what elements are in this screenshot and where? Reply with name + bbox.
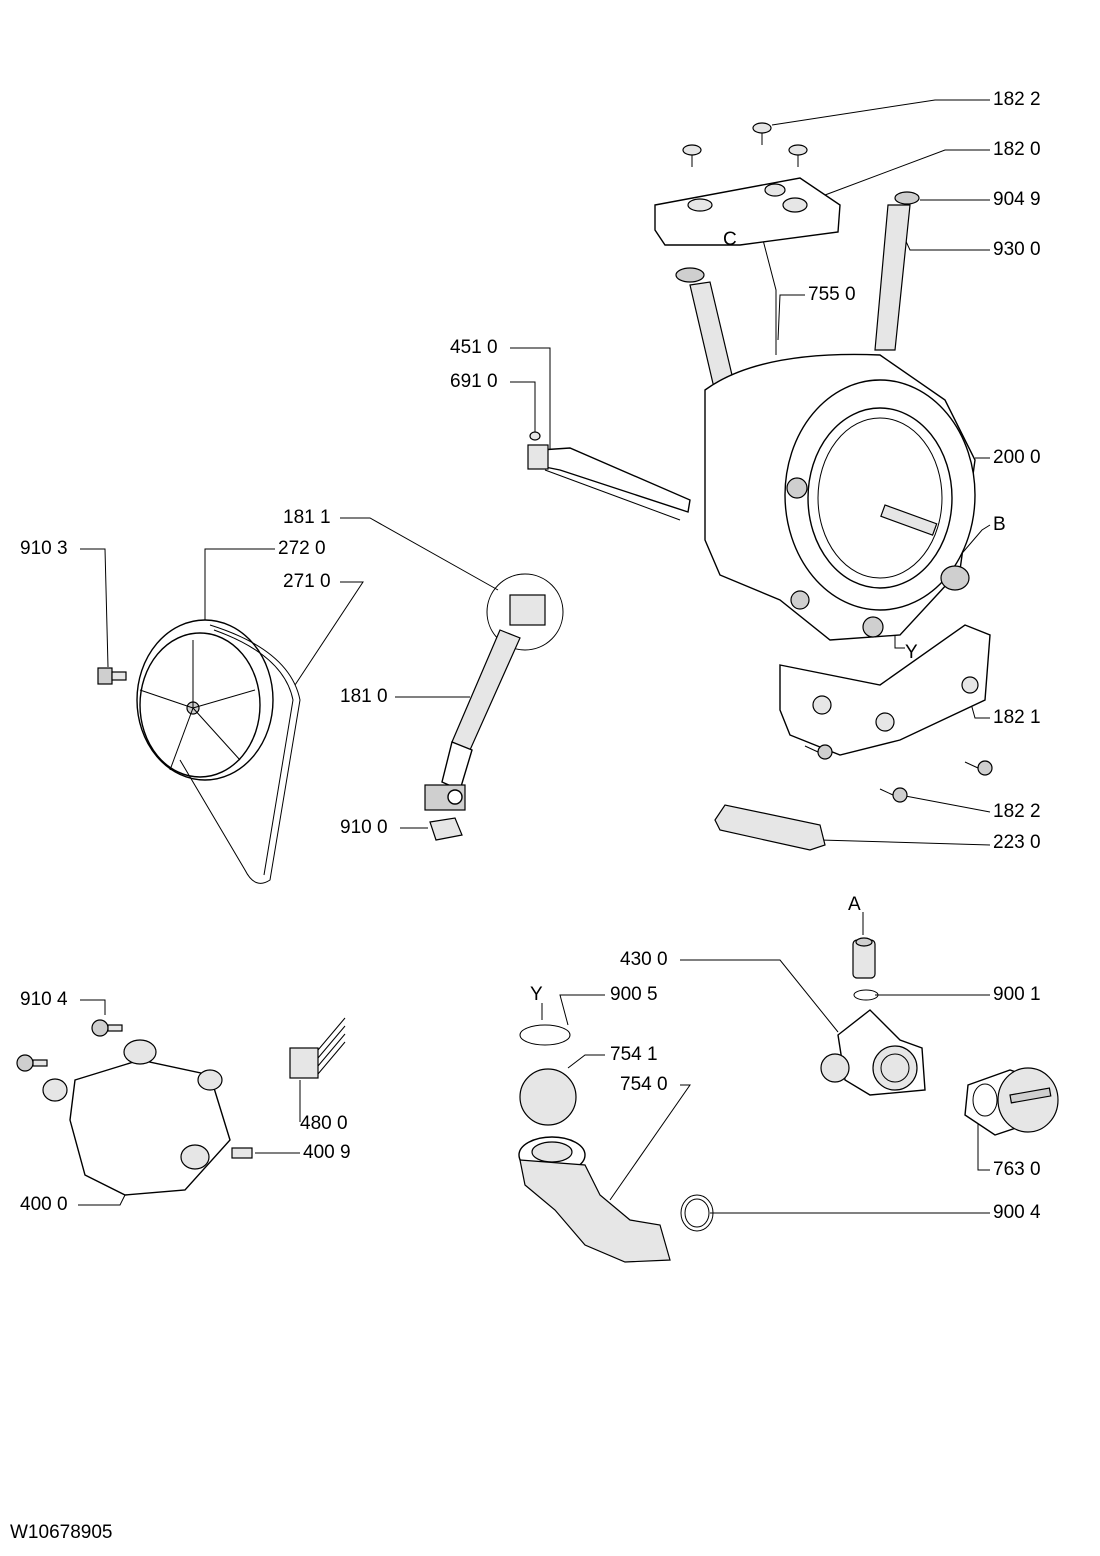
leader-900-5 [559,994,605,1026]
pulley-part-icon [136,619,274,781]
leader-y-top [894,632,905,649]
callout-480-0: 480 0 [300,1113,348,1134]
belt-part-icon [179,624,301,884]
callout-b: B [993,514,1006,535]
small-clip-part-icon [231,1147,253,1159]
callout-182-2-top: 182 2 [993,89,1041,110]
ball-part-icon [519,1068,577,1126]
leader-754-0 [609,1084,691,1201]
motor-part-icon [16,1019,231,1196]
bolt-part-icon [97,667,127,685]
leader-754-1 [567,1054,605,1069]
callout-691-0: 691 0 [450,371,498,392]
leader-b [957,524,991,559]
leader-910-4 [80,999,106,1015]
callout-910-0: 910 0 [340,817,388,838]
callout-900-4: 900 4 [993,1202,1041,1223]
leader-223-0 [819,839,991,846]
callout-900-1: 900 1 [993,984,1041,1005]
leader-691-0 [510,381,536,432]
clip-part-icon [429,817,463,841]
callout-754-0: 754 0 [620,1074,668,1095]
document-id: W10678905 [10,1522,113,1543]
callout-y-bottom: Y [530,984,543,1005]
leader-755-0 [777,294,805,341]
drum-lifter-part-icon [714,804,826,851]
callout-182-2-bottom: 182 2 [993,801,1041,822]
callout-181-0: 181 0 [340,686,388,707]
callout-754-1: 754 1 [610,1044,658,1065]
leader-lines [78,99,991,1214]
callout-271-0: 271 0 [283,571,331,592]
callout-763-0: 763 0 [993,1159,1041,1180]
callout-755-0: 755 0 [808,284,856,305]
screw-part-icon [682,122,808,167]
callout-400-0: 400 0 [20,1194,68,1215]
leader-181-1 [340,517,499,591]
callout-910-4: 910 4 [20,989,68,1010]
shock-absorber-part-icon [424,573,564,811]
top-counterweight-part-icon [654,177,841,246]
filter-part-icon [964,1067,1059,1136]
callout-272-0: 272 0 [278,538,326,559]
leader-400-0 [78,1194,126,1206]
leader-272-0 [204,548,275,633]
leader-182-2-bottom [899,794,991,813]
leader-271-0 [294,581,364,686]
leader-430-0 [680,959,839,1033]
seal-part-icon [519,1024,571,1046]
callout-182-0: 182 0 [993,139,1041,160]
connector-part-icon [289,1017,346,1079]
leader-910-3 [80,548,109,668]
heater-part-icon [527,431,691,521]
callout-904-9: 904 9 [993,189,1041,210]
leader-451-0 [510,347,551,450]
callout-200-0: 200 0 [993,447,1041,468]
bottom-counterweight-part-icon [779,624,991,756]
leader-930-0 [902,234,990,251]
callout-y-top: Y [905,642,918,663]
leader-763-0 [977,1120,990,1171]
callout-451-0: 451 0 [450,337,498,358]
sump-hose-part-icon [518,1136,671,1263]
hose-clamp-part-icon [680,1194,714,1232]
leader-182-2-top [771,99,990,126]
pump-cap-part-icon [852,937,876,979]
leader-182-0 [824,149,990,196]
callout-c: C [723,229,737,250]
callout-182-1: 182 1 [993,707,1041,728]
callout-181-1: 181 1 [283,507,331,528]
leader-c [744,239,777,355]
callout-a: A [848,894,861,915]
callout-430-0: 430 0 [620,949,668,970]
ring-clip-part-icon [853,989,879,1001]
callout-900-5: 900 5 [610,984,658,1005]
tub-part-icon [704,353,976,641]
drain-pump-part-icon [820,1009,926,1096]
callout-910-3: 910 3 [20,538,68,559]
callout-930-0: 930 0 [993,239,1041,260]
bottom-screw-part-icon [804,744,993,803]
callout-223-0: 223 0 [993,832,1041,853]
callout-400-9: 400 9 [303,1142,351,1163]
